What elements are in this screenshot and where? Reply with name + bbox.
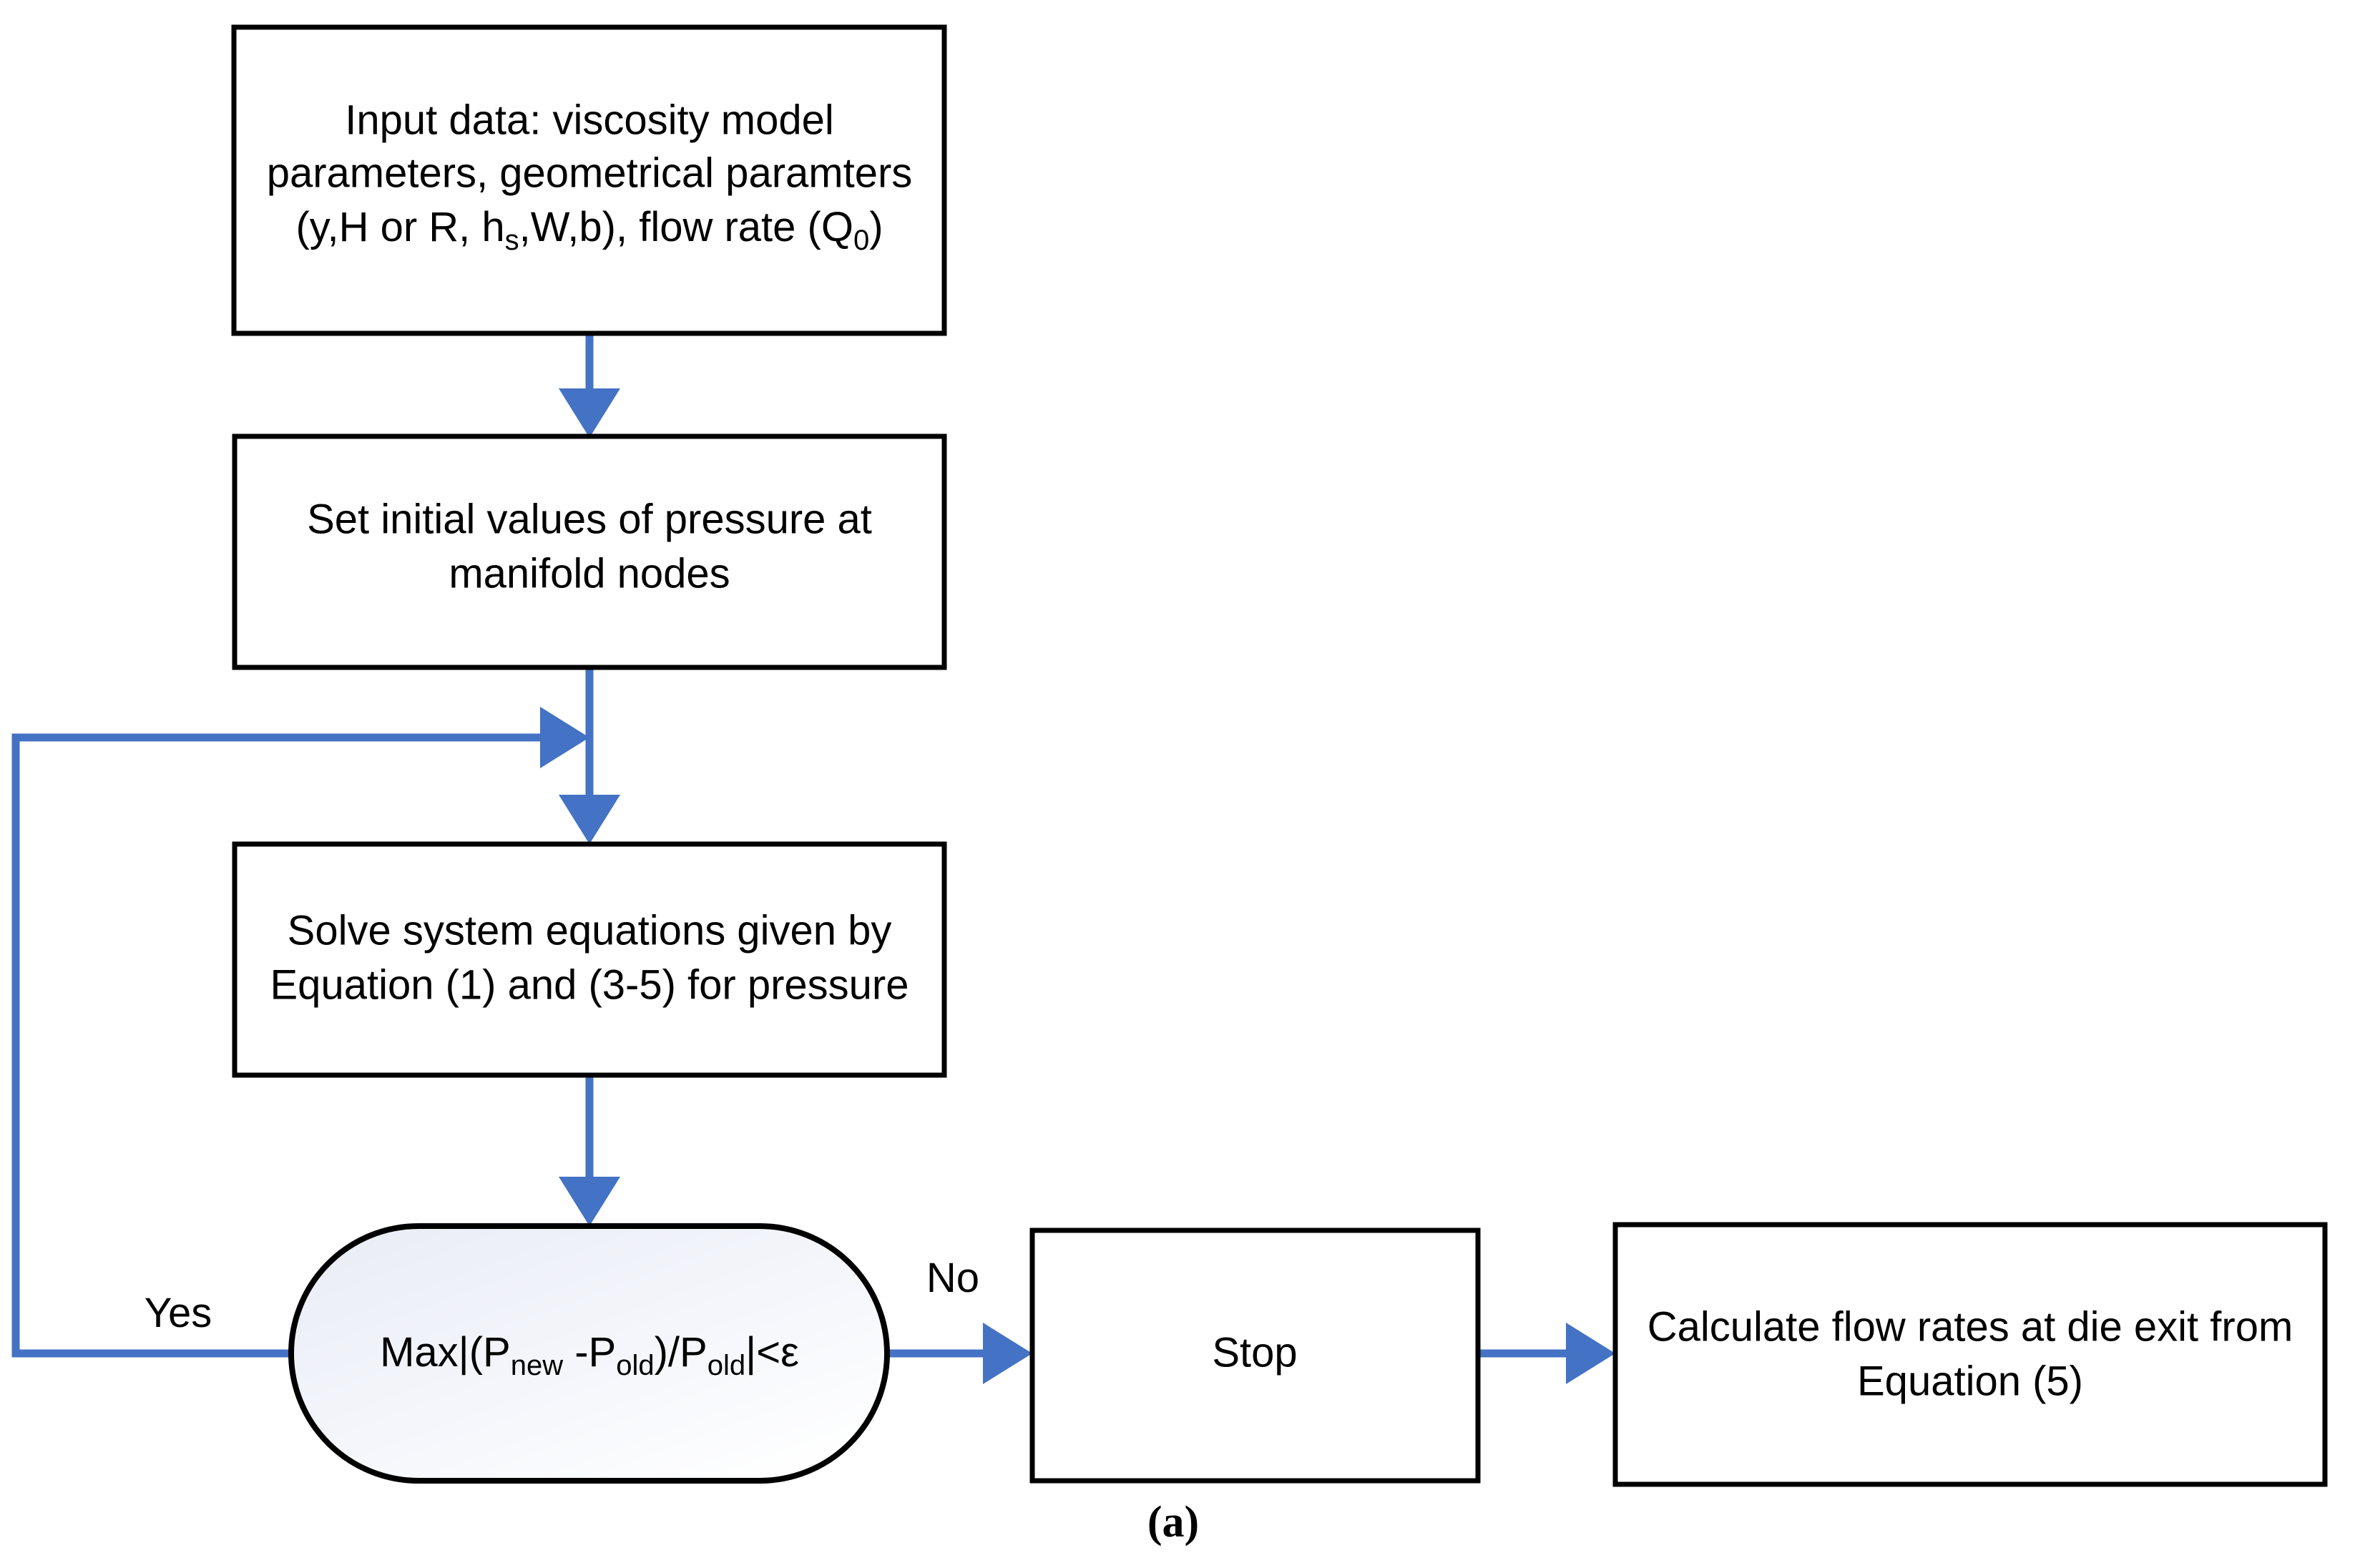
edge-decision-no-to-stop — [887, 1323, 1032, 1384]
node-stop[interactable]: Stop — [1029, 1228, 1481, 1484]
node-initial-line1: Set initial values of pressure at — [307, 496, 872, 542]
edge-decision-yes-loop — [11, 707, 589, 1358]
node-solve-line2: Equation (1) and (3-5) for pressure — [270, 961, 909, 1008]
input-line3-part-c: ) — [869, 204, 883, 250]
edge-stop-to-calculate — [1478, 1323, 1615, 1384]
figure-caption: (a) — [1147, 1498, 1199, 1547]
node-solve-system[interactable]: Solve system equations given by Equation… — [232, 841, 947, 1078]
decision-sub-new: new — [511, 1350, 563, 1381]
decision-part-b: -P — [563, 1329, 616, 1376]
decision-part-c: )/P — [655, 1329, 708, 1376]
node-convergence-check[interactable]: Max|(Pnew -Pold)/Pold|<ε — [288, 1223, 890, 1484]
node-input-data[interactable]: Input data: viscosity model parameters, … — [231, 24, 947, 336]
node-initial-line2: manifold nodes — [449, 550, 730, 597]
edge-label-yes: Yes — [145, 1290, 212, 1336]
node-calc-line2: Equation (5) — [1857, 1358, 2083, 1404]
edge-solve-to-decision — [559, 1075, 620, 1226]
node-set-initial-values[interactable]: Set initial values of pressure at manifo… — [232, 433, 947, 670]
node-input-data-line1: Input data: viscosity model — [345, 97, 833, 143]
edge-label-no: No — [926, 1255, 979, 1301]
decision-sub-old-1: old — [616, 1350, 654, 1381]
decision-sub-old-2: old — [708, 1350, 745, 1381]
input-line3-part-b: ,W,b), flow rate (Q — [519, 204, 853, 250]
node-calc-line1: Calculate flow rates at die exit from — [1647, 1303, 2293, 1350]
node-stop-text: Stop — [1212, 1329, 1297, 1376]
input-line3-part-a: (y,H or R, h — [295, 204, 504, 250]
node-input-data-line3: (y,H or R, hs,W,b), flow rate (Q0) — [295, 204, 883, 255]
edge-initial-to-solve — [559, 667, 620, 844]
decision-part-a: Max|(P — [380, 1329, 511, 1376]
input-line3-sub-s: s — [505, 225, 519, 256]
node-input-data-line2: parameters, geometrical paramters — [267, 150, 913, 196]
node-decision-text: Max|(Pnew -Pold)/Pold|<ε — [380, 1329, 799, 1381]
edge-input-to-initial — [559, 333, 620, 438]
node-calculate-flow-rates[interactable]: Calculate flow rates at die exit from Eq… — [1612, 1222, 2328, 1487]
node-solve-line1: Solve system equations given by — [288, 907, 892, 954]
decision-part-d: |<ε — [745, 1329, 799, 1376]
input-line3-sub-0: 0 — [853, 225, 869, 256]
